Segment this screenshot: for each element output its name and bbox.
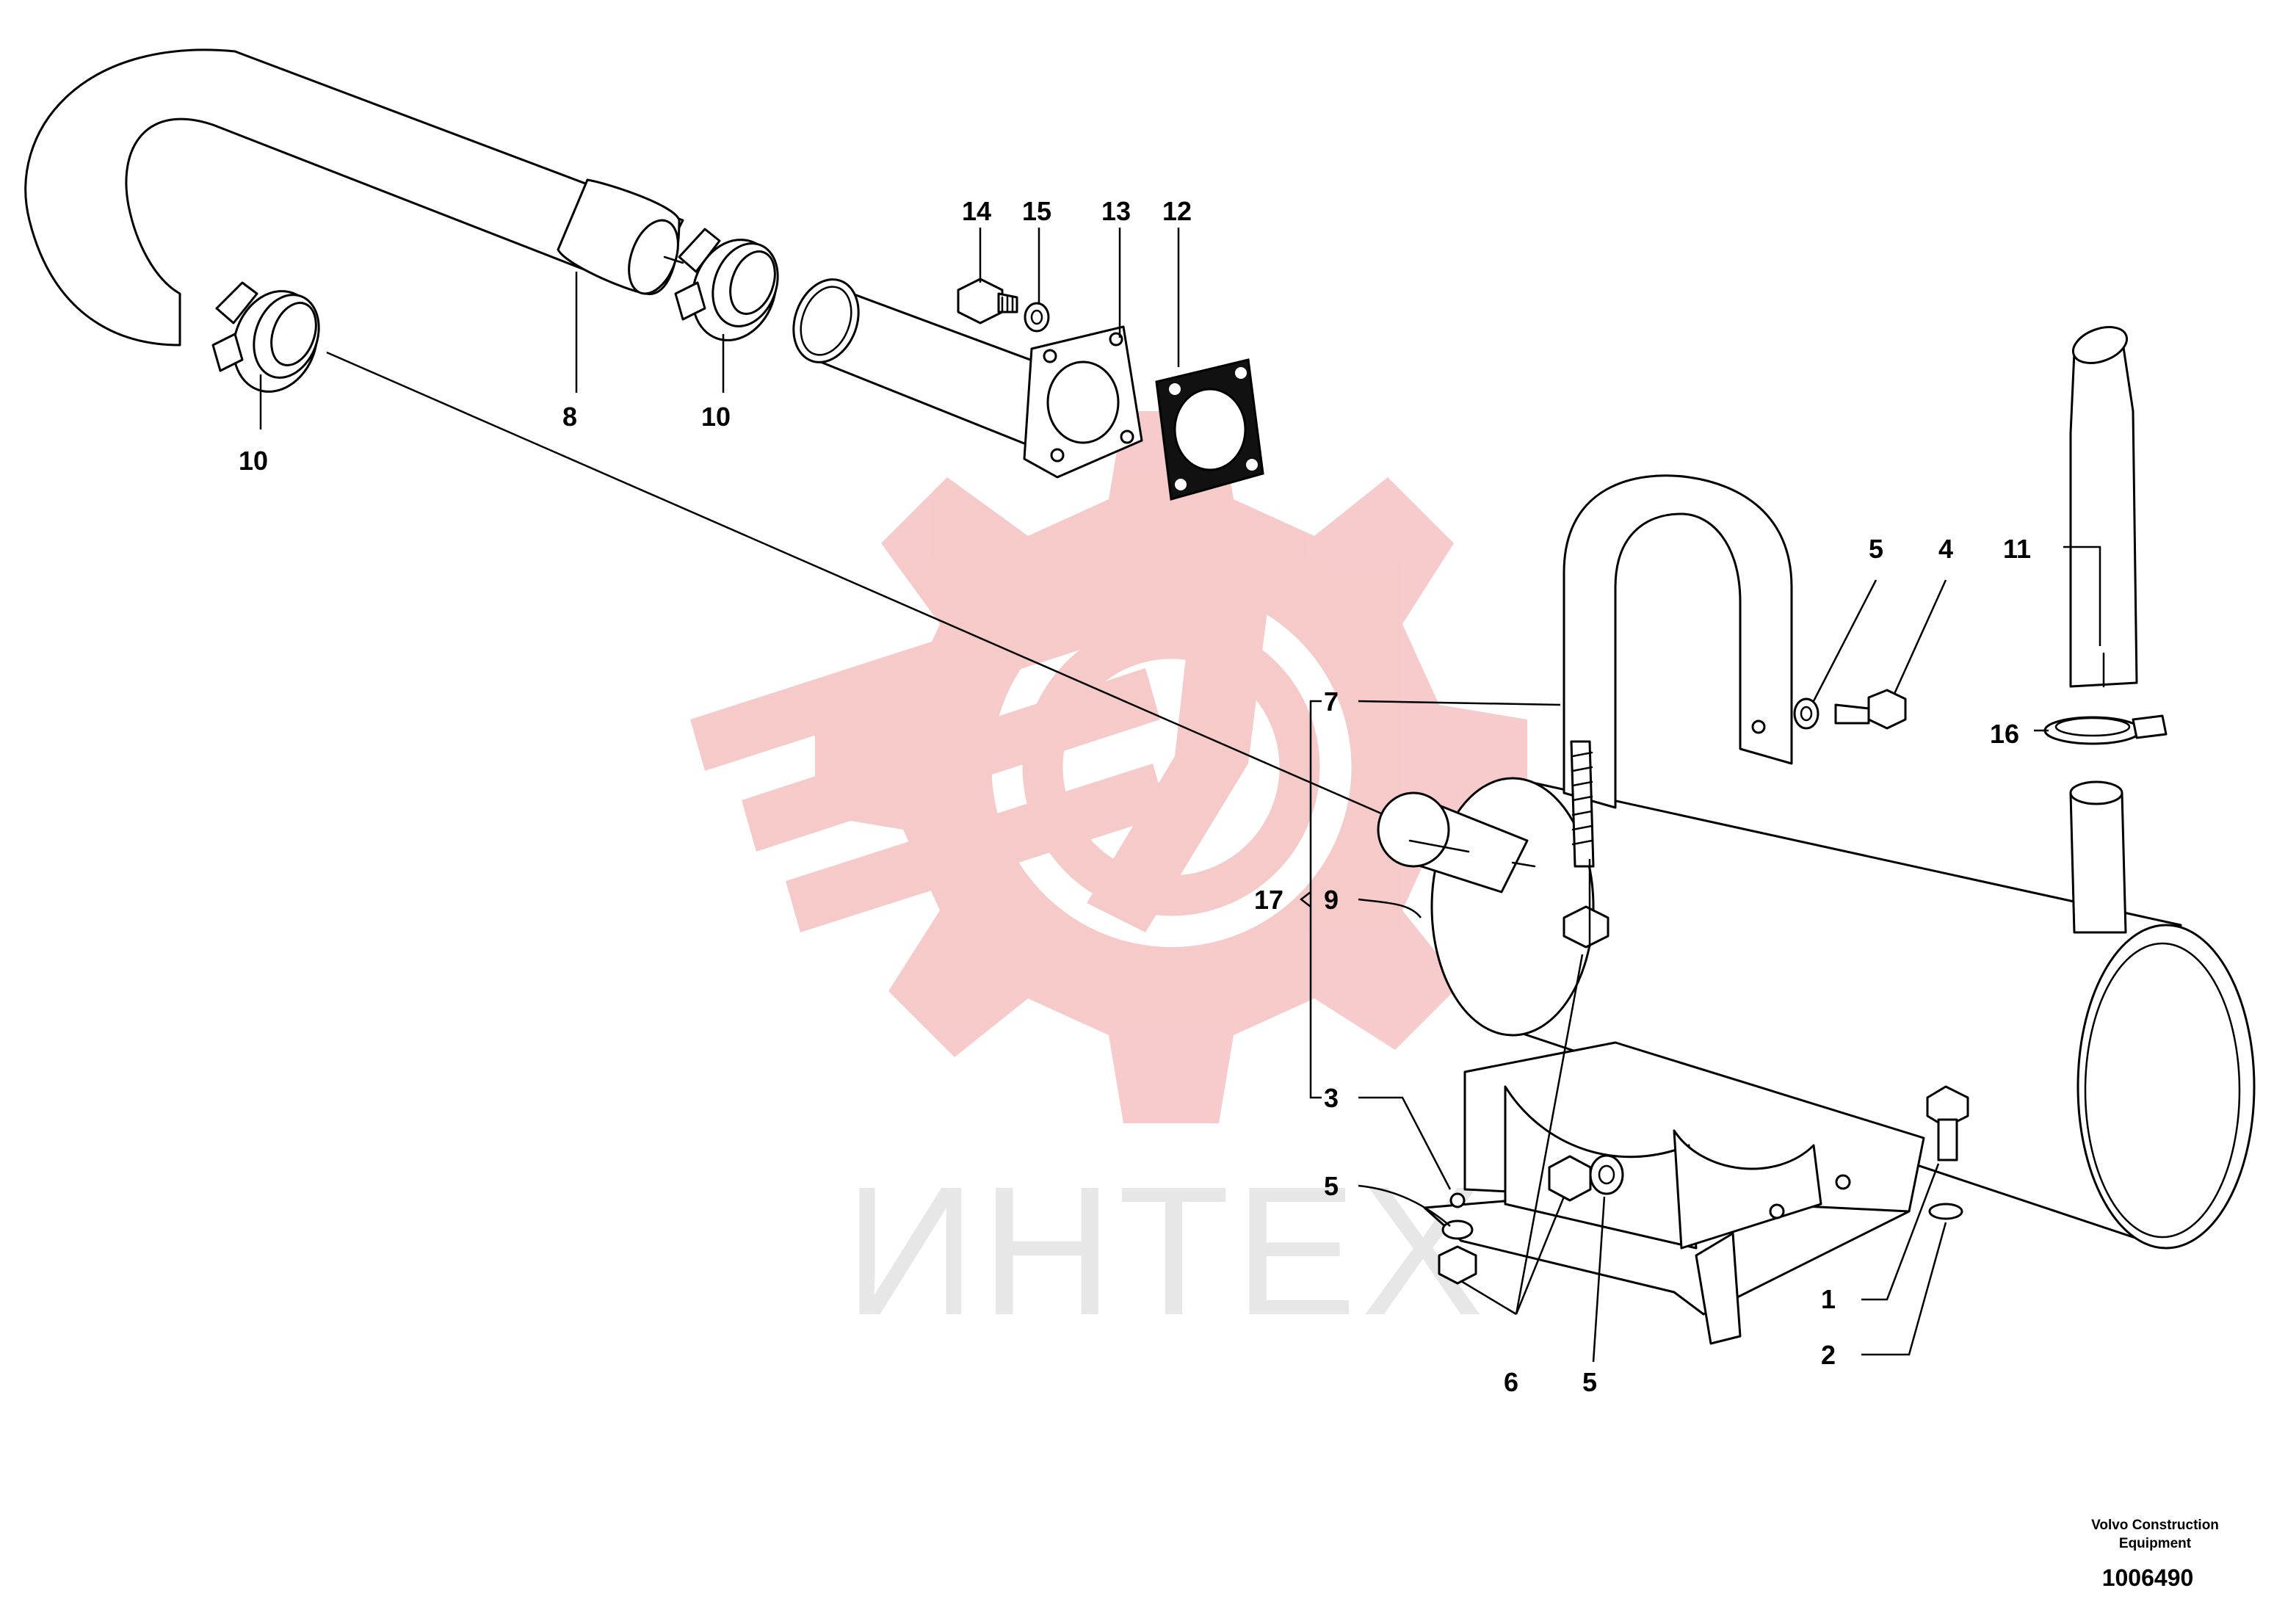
part-13-flange-pipe xyxy=(792,278,1143,479)
callout-11: 11 xyxy=(2003,534,2031,564)
callout-5-lower: 5 xyxy=(1582,1367,1597,1397)
brand-line-1: Volvo Construction xyxy=(2091,1518,2219,1533)
callout-10-left: 10 xyxy=(239,446,268,476)
part-stud xyxy=(1570,740,1595,868)
part-14-bolt xyxy=(957,278,1018,325)
callout-3: 3 xyxy=(1324,1083,1339,1113)
callout-4: 4 xyxy=(1938,534,1953,564)
callout-12: 12 xyxy=(1162,196,1192,226)
doc-number: 1006490 xyxy=(2102,1565,2194,1591)
part-5-washer-strap xyxy=(1793,697,1819,730)
leader-lines xyxy=(259,228,2101,1363)
gear-watermark-icon: ИНТЕХ xyxy=(690,411,1527,1353)
callout-14: 14 xyxy=(962,196,991,226)
part-muffler-body xyxy=(1430,777,2256,1250)
callout-5-bracket: 5 xyxy=(1324,1171,1339,1201)
part-12-gasket xyxy=(1155,358,1264,501)
part-6-nut-top xyxy=(1563,905,1609,949)
part-8-exhaust-pipe xyxy=(24,48,684,347)
callout-15: 15 xyxy=(1022,196,1051,226)
brand-line-2: Equipment xyxy=(2119,1536,2192,1551)
watermark-text: ИНТЕХ xyxy=(844,1148,1488,1353)
callout-10-right: 10 xyxy=(701,402,731,432)
callout-7: 7 xyxy=(1324,686,1339,717)
footer: Volvo Construction Equipment 1006490 xyxy=(2091,1518,2219,1591)
part-11-exhaust-tip xyxy=(2069,326,2138,688)
part-10-clamp-left xyxy=(211,281,320,393)
callout-1: 1 xyxy=(1821,1284,1836,1314)
callout-9: 9 xyxy=(1324,885,1339,915)
leader-clamp-to-tailpipe xyxy=(326,351,1411,827)
callout-5-strap: 5 xyxy=(1869,534,1883,564)
callout-16: 16 xyxy=(1990,719,2019,749)
part-4-bolt xyxy=(1834,689,1907,730)
callout-8: 8 xyxy=(562,402,577,432)
callout-labels: 10 8 10 14 15 13 12 5 4 11 16 7 17 9 3 5… xyxy=(239,196,2031,1397)
part-9-tailpipe xyxy=(1377,791,1536,893)
part-1-bolt xyxy=(1926,1085,1969,1161)
part-16-clamp xyxy=(2043,714,2168,745)
part-2-washer xyxy=(1928,1203,1963,1220)
callout-6: 6 xyxy=(1504,1367,1518,1397)
part-6-nut-lower xyxy=(1438,1245,1477,1285)
part-6-nut-bracket xyxy=(1548,1155,1592,1202)
callout-2: 2 xyxy=(1821,1340,1836,1370)
callout-17: 17 xyxy=(1254,885,1283,915)
part-7-strap xyxy=(1563,474,1793,809)
callout-13: 13 xyxy=(1101,196,1131,226)
part-10-clamp-right xyxy=(674,228,779,341)
part-5-washer-bracket xyxy=(1589,1154,1624,1195)
part-15-washer xyxy=(1024,302,1050,333)
